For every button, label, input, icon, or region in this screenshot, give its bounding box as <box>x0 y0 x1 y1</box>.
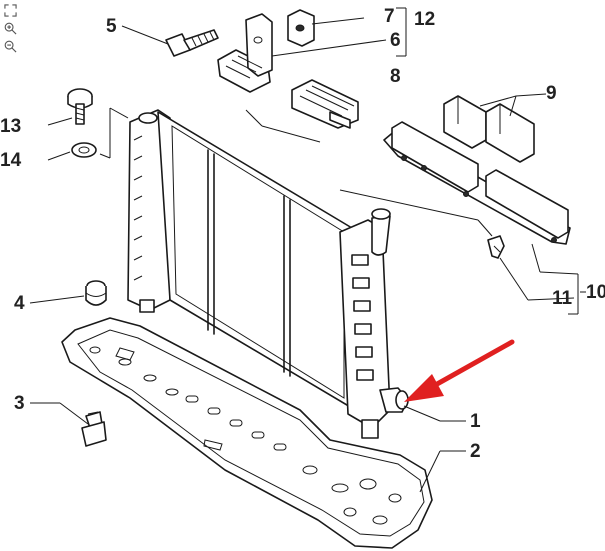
bolt-13 <box>67 88 93 125</box>
callout-14: 14 <box>0 150 22 171</box>
viewer-toolbar <box>2 2 20 56</box>
callout-7: 7 <box>384 6 395 27</box>
callout-12: 12 <box>414 9 435 30</box>
side-rail-10 <box>383 121 571 245</box>
callout-1: 1 <box>470 411 481 432</box>
zoom-out-button[interactable] <box>2 38 18 54</box>
callout-2: 2 <box>470 441 481 462</box>
zoom-out-icon <box>4 40 16 52</box>
callout-11: 11 <box>552 288 573 309</box>
callout-8: 8 <box>390 66 401 87</box>
leader-lines <box>29 7 586 493</box>
red-indicator-arrow <box>404 339 515 402</box>
washer-14 <box>71 142 97 158</box>
callout-4: 4 <box>14 293 25 314</box>
screw-5 <box>165 29 219 57</box>
callout-13: 13 <box>0 116 21 137</box>
zoom-in-button[interactable] <box>2 20 18 36</box>
upper-bracket-6 <box>217 13 273 93</box>
seal-strips-9 <box>443 95 535 163</box>
clip-7 <box>287 9 315 47</box>
rubber-mount-4 <box>85 280 107 306</box>
callout-3: 3 <box>14 393 25 414</box>
upper-bracket-8 <box>291 79 359 129</box>
callout-5: 5 <box>106 16 117 37</box>
radiator <box>127 109 409 439</box>
screw-11 <box>487 235 505 259</box>
callout-9: 9 <box>546 83 557 104</box>
callout-labels: 5 7 12 6 8 9 13 14 4 11 10 3 1 2 <box>0 6 605 462</box>
fit-page-icon <box>3 3 17 17</box>
zoom-in-icon <box>4 22 16 34</box>
fit-page-button[interactable] <box>2 2 18 18</box>
bolt-3 <box>81 411 107 447</box>
lower-crossmember <box>61 317 433 549</box>
callout-10: 10 <box>586 282 605 303</box>
callout-6: 6 <box>390 30 401 51</box>
